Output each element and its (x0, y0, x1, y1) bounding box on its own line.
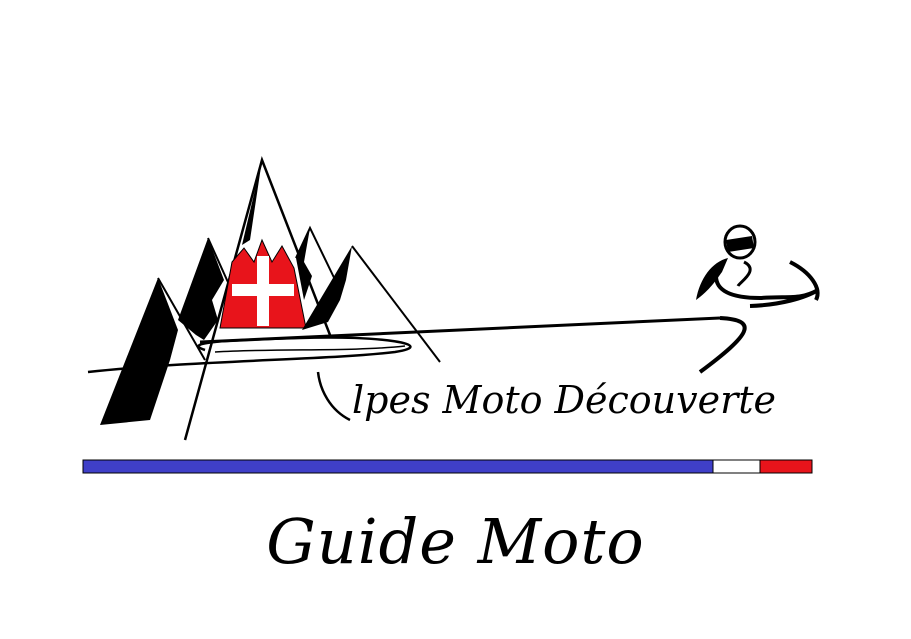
rider-body-shape (696, 258, 728, 300)
right-peak-a-fill (296, 228, 312, 300)
stripe-white (712, 459, 761, 474)
stripe-red (759, 459, 813, 474)
bike-tail-shape (789, 260, 820, 301)
left-peak-shape (100, 278, 178, 425)
tricolor-stripe (82, 459, 813, 474)
letter-a-stroke (316, 371, 351, 422)
guide-moto-title: Guide Moto (266, 505, 645, 578)
right-peak-b-fill (302, 246, 352, 330)
right-peak-b-outline (351, 245, 441, 363)
brand-text: lpes Moto Découverte (352, 378, 776, 422)
rider-leg-shape (736, 260, 752, 287)
central-peak-left-fill (242, 160, 262, 245)
mountains-icon (100, 156, 441, 441)
second-peak-shape (178, 238, 224, 340)
road-inner-line (214, 345, 406, 353)
rider-visor-shape (726, 236, 754, 252)
savoie-flag-icon (219, 238, 307, 329)
flag-cross-horizontal (232, 284, 294, 296)
rider-arm-shape (714, 275, 820, 308)
road-hairpin-right (698, 316, 747, 374)
road-icon (87, 316, 747, 374)
motorcycle-rider-icon (696, 224, 820, 308)
stripe-blue (82, 459, 714, 474)
road-line-right (199, 316, 721, 344)
